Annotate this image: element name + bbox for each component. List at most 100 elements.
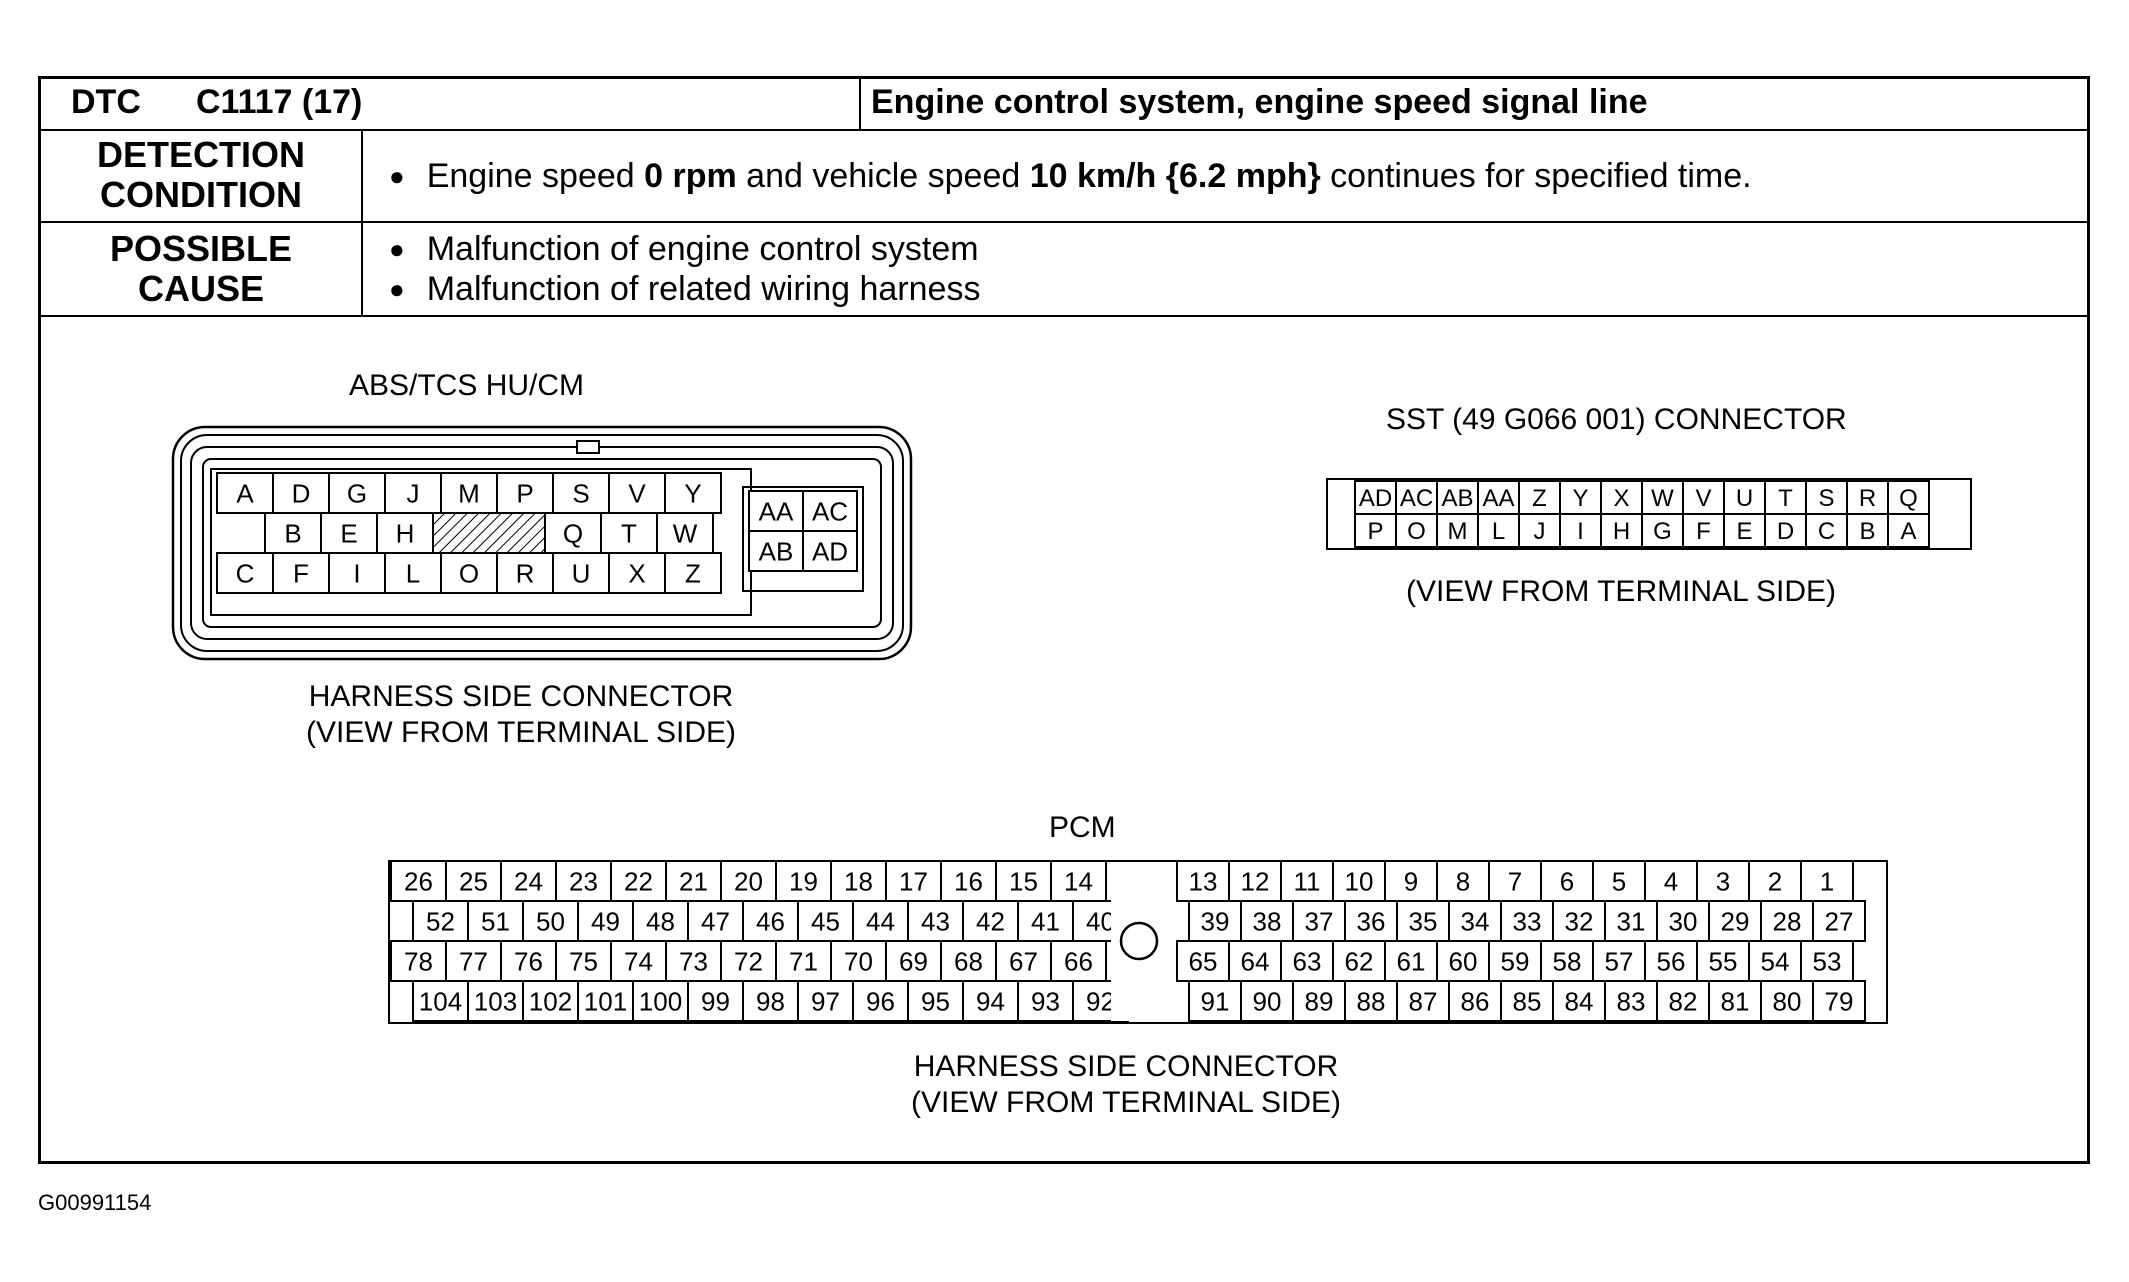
abs-pin-label: Z [685,558,701,588]
sst-pin-label: X [1613,485,1629,512]
dtc-title: Engine control system, engine speed sign… [871,83,1648,121]
bullet-dot-icon: ● [389,274,405,304]
abs-pin [802,530,858,572]
abs-pin-label: AD [812,536,848,566]
pcm-pin-label: 98 [756,986,785,1016]
pcm-pin-label: 93 [1031,986,1060,1016]
abs-pin-label: P [516,478,533,508]
sst-pin [1846,480,1889,515]
sst-pin-label: L [1492,518,1505,545]
pcm-pin-label: 35 [1409,906,1438,936]
pcm-pin-label: 25 [459,866,488,896]
abs-pin-label: H [396,518,415,548]
pcm-pin-label: 77 [459,946,488,976]
pcm-title: PCM [1049,811,1116,844]
pcm-pin-label: 58 [1553,946,1582,976]
pcm-pin [830,860,887,902]
sst-pin-label: AB [1441,485,1473,512]
pcm-pin-label: 10 [1345,866,1374,896]
pcm-pin-label: 63 [1293,946,1322,976]
abs-pin [328,472,386,514]
pcm-pin [632,980,689,1022]
pcm-pin [1384,860,1438,902]
pcm-pin [577,900,634,942]
pcm-pin [1800,860,1854,902]
pcm-pin [1696,940,1750,982]
pcm-pin-label: 32 [1565,906,1594,936]
pcm-pin-label: 27 [1825,906,1854,936]
pcm-pin [1696,860,1750,902]
pcm-pin-label: 20 [734,866,763,896]
dtc-code-cell: DTC C1117 (17) [41,79,861,129]
sst-pin [1518,513,1561,548]
bullet-dot-icon: ● [389,161,405,191]
pcm-pin-label: 1 [1820,866,1834,896]
abs-pin-label: C [236,558,255,588]
pcm-pin-label: 74 [624,946,653,976]
detection-label-line2: CONDITION [100,174,302,215]
sst-pin-label: Q [1899,485,1918,512]
abs-pin-label: X [628,558,645,588]
cause-label-line2: CAUSE [137,268,265,309]
pcm-pin [1332,860,1386,902]
pcm-pin [1488,940,1542,982]
detection-text: Engine speed 0 rpm and vehicle speed 10 … [426,157,1752,195]
sst-pin-label: M [1448,518,1468,545]
sst-pin-label: T [1778,485,1793,512]
pcm-guide-hole [1119,921,1159,961]
dtc-header-row: DTC C1117 (17) Engine control system, en… [41,79,2087,131]
sst-pin [1559,513,1602,548]
pcm-pin-label: 46 [756,906,785,936]
sst-pin-label: V [1695,485,1711,512]
pcm-pin-label: 30 [1669,906,1698,936]
abs-pin [440,472,498,514]
pcm-pin [522,900,579,942]
pcm-pin-label: 16 [954,866,983,896]
pcm-pin [1050,860,1107,902]
sst-pin [1764,513,1807,548]
abs-pin [748,490,804,532]
pcm-pin [1240,900,1294,942]
pcm-pin-label: 68 [954,946,983,976]
pcm-pin-label: 28 [1773,906,1802,936]
sst-pin-label: C [1818,518,1835,545]
pcm-pin-label: 41 [1031,906,1060,936]
pcm-pin-label: 75 [569,946,598,976]
sst-pin-label: O [1407,518,1426,545]
pcm-pin-label: 50 [536,906,565,936]
pcm-pin-label: 76 [514,946,543,976]
pcm-pin [1280,860,1334,902]
pcm-pin [1644,860,1698,902]
pcm-pin-label: 72 [734,946,763,976]
pcm-pin-label: 12 [1241,866,1270,896]
pcm-pin-label: 101 [584,986,627,1016]
sst-pin-label: AC [1400,485,1433,512]
pcm-pin [1708,980,1762,1022]
pcm-pin [1017,900,1074,942]
abs-pin-label: V [628,478,646,508]
pcm-pin [962,980,1019,1022]
abs-pin [272,552,330,594]
abs-connector-caption: HARNESS SIDE CONNECTOR (VIEW FROM TERMIN… [306,680,737,749]
abs-pin-label: E [340,518,357,548]
cause-row: POSSIBLE CAUSE ● Malfunction of engine c… [41,223,2087,317]
sst-pin [1395,513,1438,548]
sst-pin [1436,513,1479,548]
pcm-pin-label: 56 [1657,946,1686,976]
pcm-pin [1176,860,1230,902]
pcm-pin-label: 86 [1461,986,1490,1016]
pcm-pin-label: 54 [1761,946,1790,976]
abs-pin-label: F [293,558,309,588]
abs-pin-label: B [284,518,301,548]
abs-pin-label: U [572,558,591,588]
abs-pin-label: AC [812,496,848,526]
pcm-pin-label: 11 [1294,866,1321,896]
pcm-pin-label: 65 [1189,946,1218,976]
pcm-pin-label: 3 [1716,866,1730,896]
pcm-pin-label: 100 [639,986,682,1016]
abs-pin [802,490,858,532]
pcm-pin [1500,980,1554,1022]
pcm-pin [1760,900,1814,942]
